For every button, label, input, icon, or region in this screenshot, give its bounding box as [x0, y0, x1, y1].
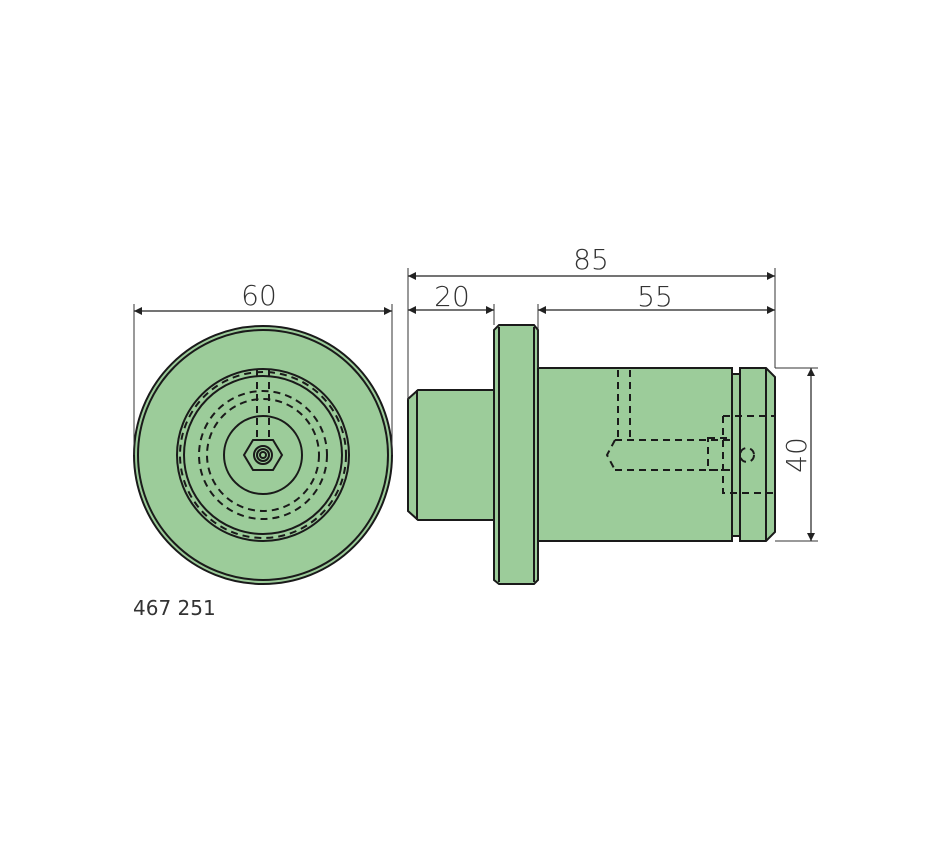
dim-diameter-60: 60 [241, 279, 277, 312]
side-view [407, 324, 776, 585]
dim-body-length-55: 55 [637, 280, 673, 313]
front-view [133, 325, 393, 585]
dim-overall-length-85: 85 [573, 243, 609, 276]
dim-diameter-40: 40 [780, 437, 813, 473]
part-number-label: 467 251 [133, 596, 216, 620]
dim-pilot-length-20: 20 [434, 280, 470, 313]
dimension-lines [133, 268, 818, 542]
